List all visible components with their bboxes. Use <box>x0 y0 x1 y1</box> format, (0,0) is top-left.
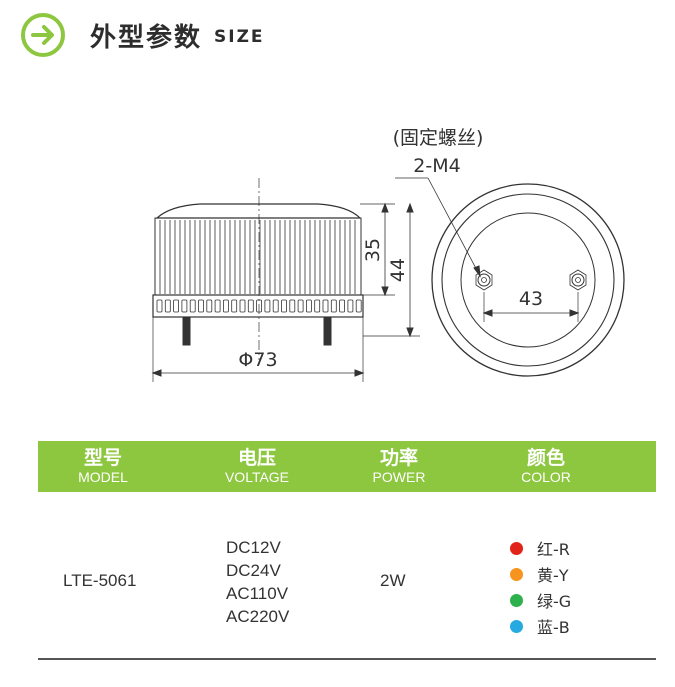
color-list: 红-R 黄-Y 绿-G 蓝-B <box>510 535 571 639</box>
yellow-dot-icon <box>510 567 523 581</box>
color-item-blue: 蓝-B <box>510 613 571 639</box>
dim-height-body: 35 <box>362 238 384 262</box>
top-view <box>395 177 625 377</box>
dim-diameter: Φ73 <box>238 349 277 371</box>
color-item-red: 红-R <box>510 535 571 561</box>
screw-note: (固定螺丝) <box>393 127 484 149</box>
section-title: 外型参数 <box>90 22 203 53</box>
side-view <box>151 178 420 382</box>
dim-height-total: 44 <box>387 258 409 282</box>
voltage-item: DC24V <box>226 561 281 580</box>
col-power-en: POWER <box>372 469 426 485</box>
col-voltage-cn: 电压 <box>237 447 276 469</box>
color-label: 红-R <box>537 540 570 559</box>
color-label: 绿-G <box>537 592 572 611</box>
color-label: 蓝-B <box>537 618 570 637</box>
dimension-drawing: 35 44 Φ73 (固定螺丝) 2-M4 43 <box>151 127 625 382</box>
col-color-en: COLOR <box>521 469 571 485</box>
col-voltage-header: 电压 VOLTAGE <box>197 441 317 492</box>
arrow-right-circle-icon <box>21 13 65 57</box>
voltage-item: AC110V <box>226 584 289 603</box>
color-item-green: 绿-G <box>510 587 571 613</box>
col-color-header: 颜色 COLOR <box>486 441 606 492</box>
screw-spec: 2-M4 <box>413 155 460 177</box>
section-subtitle: SIZE <box>214 27 265 47</box>
voltage-item: AC220V <box>226 607 290 626</box>
power-value: 2W <box>380 571 406 590</box>
section-header: 外型参数 SIZE <box>20 12 265 58</box>
col-model-header: 型号 MODEL <box>43 441 163 492</box>
color-label: 黄-Y <box>537 566 569 585</box>
col-voltage-en: VOLTAGE <box>224 469 290 485</box>
col-model-cn: 型号 <box>83 447 122 469</box>
red-dot-icon <box>510 541 523 555</box>
table-bottom-rule <box>38 658 656 660</box>
green-dot-icon <box>510 593 523 607</box>
col-power-header: 功率 POWER <box>339 441 459 492</box>
model-value: LTE-5061 <box>63 571 137 590</box>
col-color-cn: 颜色 <box>526 447 565 469</box>
blue-dot-icon <box>510 619 523 633</box>
spec-table-header: 型号 MODEL 电压 VOLTAGE 功率 POWER 颜色 COLOR <box>38 441 656 492</box>
voltage-list: DC12V DC24V AC110V AC220V <box>226 536 289 628</box>
col-power-cn: 功率 <box>379 447 418 469</box>
color-item-yellow: 黄-Y <box>510 561 571 587</box>
col-model-en: MODEL <box>78 469 128 485</box>
voltage-item: DC12V <box>226 538 281 557</box>
dim-hole-spacing: 43 <box>519 288 543 310</box>
